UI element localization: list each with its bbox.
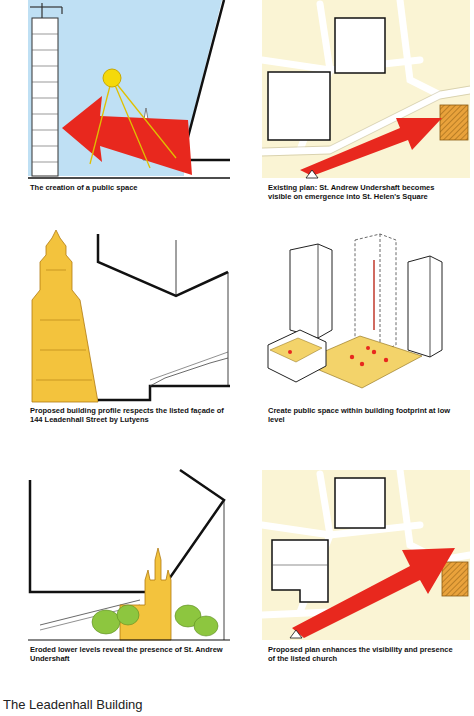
- axonometric-view: [270, 338, 322, 362]
- existing-site-plan: [262, 0, 470, 178]
- lutyens-facade-section: [150, 352, 228, 380]
- panel-caption: Proposed plan enhances the visibility an…: [268, 645, 458, 663]
- axonometric-view: [288, 346, 388, 366]
- existing-site-plan: [262, 0, 470, 152]
- existing-site-plan: [335, 18, 385, 73]
- lutyens-facade-section: [98, 234, 228, 296]
- existing-site-plan: [262, 0, 470, 178]
- lutyens-facade-section: [228, 272, 229, 385]
- axonometric-view: [360, 362, 364, 366]
- axonometric-view: [384, 358, 388, 362]
- public-space-section: [112, 78, 176, 158]
- public-space-section: [112, 78, 150, 168]
- existing-site-plan: [400, 0, 440, 95]
- church-section: [92, 610, 120, 634]
- public-space-section: [182, 0, 230, 160]
- church-section: [194, 616, 218, 636]
- public-space-section: [90, 78, 112, 164]
- church-section: [224, 500, 225, 640]
- lutyens-facade-section: [40, 350, 86, 351]
- proposed-site-plan: [335, 478, 385, 528]
- lutyens-facade-section: [36, 270, 92, 380]
- proposed-site-plan: [442, 562, 468, 596]
- lutyens-facade-section: [36, 380, 92, 381]
- panel-caption: Existing plan: St. Andrew Undershaft bec…: [268, 183, 448, 201]
- axonometric-view: [350, 355, 354, 359]
- public-space-section: [28, 0, 230, 178]
- public-space-section: [61, 7, 62, 14]
- church-section: [117, 605, 139, 625]
- axonometric-view: [373, 260, 375, 330]
- public-space-section: [32, 50, 58, 51]
- panel-caption: Eroded lower levels reveal the presence …: [30, 645, 230, 663]
- lutyens-facade-section: [40, 320, 80, 321]
- proposed-site-plan: [292, 548, 455, 638]
- public-space-section: [32, 82, 58, 83]
- public-space-section: [28, 177, 230, 179]
- church-section: [120, 548, 171, 640]
- figure-caption: The Leadenhall Building: [3, 697, 143, 712]
- public-space-section: [32, 98, 58, 99]
- lutyens-facade-section: [150, 358, 228, 386]
- existing-site-plan: [306, 170, 318, 178]
- public-space-section: [28, 0, 222, 176]
- panel-caption: Proposed building profile respects the l…: [30, 406, 235, 424]
- proposed-site-plan: [272, 540, 328, 602]
- axonometric-view: [268, 330, 326, 382]
- public-space-section: [103, 69, 121, 87]
- lutyens-facade-section: [98, 386, 230, 400]
- church-section: [30, 470, 224, 592]
- axonometric-view: [355, 234, 396, 352]
- proposed-site-plan: [290, 630, 302, 638]
- public-space-section: [32, 34, 58, 35]
- public-space-section: [32, 18, 58, 176]
- public-space-section: [32, 34, 58, 162]
- axonometric-view: [408, 256, 442, 357]
- axonometric-view: [380, 234, 381, 352]
- axonometric-view: [318, 244, 319, 338]
- lutyens-facade-section: [32, 230, 230, 402]
- public-space-section: [30, 3, 62, 18]
- axonometric-view: [355, 234, 396, 352]
- panel-caption: The creation of a public space: [30, 183, 230, 192]
- public-space-section: [90, 78, 176, 168]
- church-section: [92, 605, 218, 636]
- axonometric-view: [268, 234, 442, 388]
- axonometric-view: [372, 350, 376, 354]
- public-space-section: [32, 146, 58, 147]
- existing-site-plan: [440, 105, 468, 140]
- axonometric-view: [366, 346, 370, 350]
- existing-site-plan: [300, 118, 442, 176]
- panel-caption: Create public space within building foot…: [268, 406, 453, 424]
- proposed-site-plan: [400, 470, 440, 560]
- proposed-site-plan: [262, 470, 470, 640]
- public-space-section: [32, 130, 58, 131]
- lutyens-facade-section: [46, 270, 66, 271]
- existing-site-plan: [268, 72, 330, 140]
- lutyens-facade-section: [176, 240, 177, 296]
- lutyens-facade-section: [32, 230, 98, 402]
- public-space-section: [32, 114, 58, 115]
- axonometric-view: [430, 256, 431, 357]
- public-space-section: [30, 6, 62, 7]
- public-space-section: [41, 3, 42, 18]
- public-space-section: [32, 66, 58, 67]
- proposed-site-plan: [262, 470, 470, 640]
- public-space-section: [32, 162, 58, 163]
- church-section: [28, 470, 230, 640]
- axonometric-view: [288, 350, 292, 354]
- church-section: [28, 639, 230, 640]
- church-section: [40, 600, 140, 625]
- public-space-section: [62, 96, 192, 175]
- axonometric-view: [290, 244, 332, 338]
- proposed-site-plan: [272, 565, 328, 566]
